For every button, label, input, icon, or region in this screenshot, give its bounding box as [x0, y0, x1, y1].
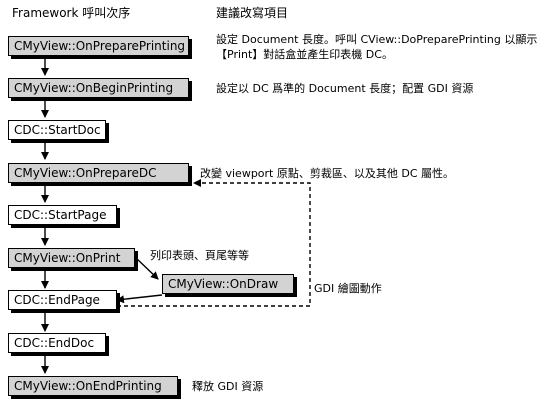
note-draw: GDI 繪圖動作 [314, 282, 382, 295]
note-print: 列印表頭、頁尾等等 [150, 249, 249, 262]
arrow-6 [134, 256, 159, 280]
step-end-doc: CDC::EndDoc [8, 333, 106, 353]
step-start-doc: CDC::StartDoc [8, 120, 106, 140]
step-end-page: CDC::EndPage [8, 290, 117, 310]
note-prepare-printing-line-2: 【Print】對話盒並產生印表機 DC。 [216, 48, 393, 61]
page-loop-arrow [117, 179, 311, 307]
call-order-header: Framework 呼叫次序 [12, 6, 131, 20]
note-prepare-dc: 改變 viewport 原點、剪裁區、以及其他 DC 屬性。 [200, 167, 455, 180]
step-on-prepare-printing: CMyView::OnPreparePrinting [8, 36, 189, 56]
step-on-print: CMyView::OnPrint [8, 248, 135, 268]
arrow-8 [116, 294, 163, 304]
note-end-printing: 釋放 GDI 資源 [192, 380, 264, 393]
step-on-prepare-dc: CMyView::OnPrepareDC [8, 163, 189, 183]
note-begin-printing: 設定以 DC 爲準的 Document 長度；配置 GDI 資源 [216, 82, 474, 95]
step-start-page: CDC::StartPage [8, 205, 117, 225]
note-prepare-printing-line-1: 設定 Document 長度。呼叫 CView::DoPreparePrinti… [216, 33, 538, 46]
step-on-draw: CMyView::OnDraw [162, 274, 294, 294]
step-on-begin-printing: CMyView::OnBeginPrinting [8, 78, 189, 98]
override-header: 建議改寫項目 [216, 6, 289, 20]
step-on-end-printing: CMyView::OnEndPrinting [8, 376, 178, 396]
